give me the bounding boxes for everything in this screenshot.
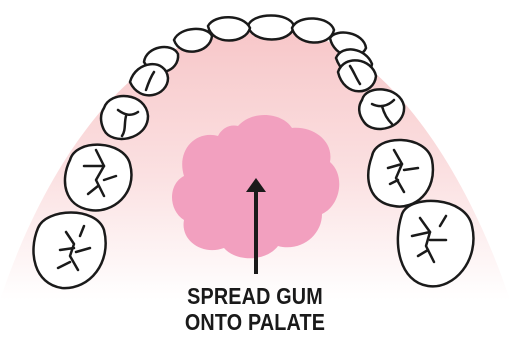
front-tooth [208,17,250,40]
front-tooth [292,18,334,42]
caption-line-1: SPREAD GUM [36,283,475,309]
front-tooth [248,16,294,40]
molar-tooth [368,140,433,207]
caption-line-2: ONTO PALATE [36,309,475,335]
